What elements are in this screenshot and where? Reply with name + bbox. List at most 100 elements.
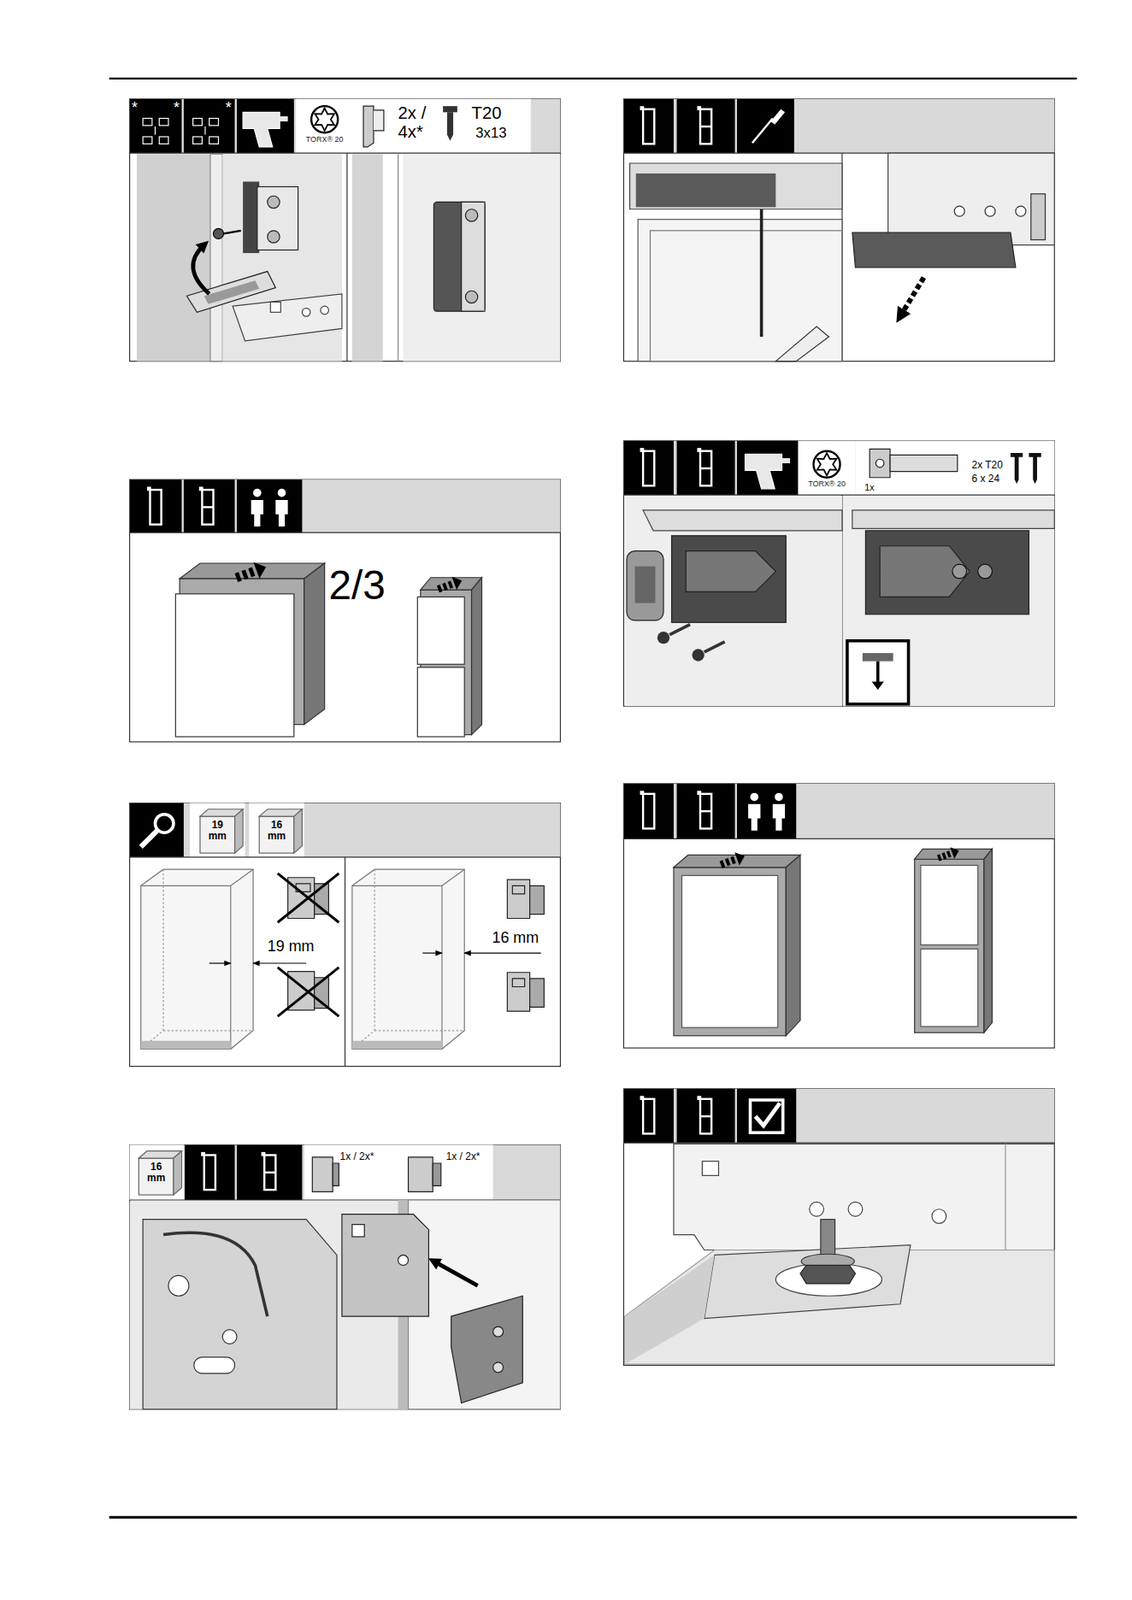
hinge-spacer-step-part: [408, 1200, 561, 1410]
remove-cover-step-part: [775, 326, 829, 362]
panel-thickness-check-part: [530, 978, 545, 1008]
check-foot-step-part: [775, 1263, 882, 1297]
panel-thickness-check-part: [129, 803, 184, 858]
hinge-cover-step-part: [222, 153, 342, 361]
lift-appliance-step-part: [129, 479, 183, 533]
hinge-spacer-step-part: [236, 1145, 302, 1201]
hinge-cover-step-part: [320, 306, 330, 315]
check-foot-step-part: [1004, 1143, 1006, 1250]
fit-bracket-step-part: [677, 441, 736, 496]
lift-appliance-step-part: [129, 532, 561, 534]
check-foot-step: [623, 1089, 1055, 1367]
fit-bracket-step-part: [623, 441, 673, 496]
asterisk-note: *: [225, 100, 232, 118]
fit-bracket-step-part: [869, 448, 891, 478]
hinge-spacer-step-part: [129, 1145, 561, 1201]
remove-cover-step-part: [752, 117, 773, 143]
remove-cover-step-part: [696, 106, 712, 144]
remove-cover-step-part: [1015, 206, 1026, 217]
fit-bracket-step-part: [736, 441, 799, 496]
hinge-cover-step-part: [447, 112, 454, 141]
lift-appliance-step-part: [436, 574, 465, 596]
fit-bracket-step-part: [685, 551, 776, 593]
hinge-cover-step-part: [232, 294, 342, 342]
quantity-label: 4x*: [398, 122, 424, 142]
panel-thickness-check-part: [189, 803, 245, 858]
quantity-label: 1x: [864, 483, 874, 494]
page-rules-part: [109, 77, 1078, 80]
remove-cover-step-part: [900, 277, 924, 317]
remove-cover-step-part: [770, 109, 785, 125]
push-in-step-part: [623, 784, 1055, 839]
panel-thickness-check-part: [209, 962, 231, 964]
push-in-step-part: [984, 849, 993, 1033]
thickness-icon-label: 16 mm: [264, 819, 289, 843]
fit-bracket-step-part: [872, 682, 885, 691]
hinge-cover-step-part: [210, 153, 223, 361]
push-in-step-part: [718, 849, 747, 872]
remove-cover-step-part: [984, 206, 996, 217]
panel-thickness-check-part: [352, 1041, 443, 1050]
asterisk-note: *: [131, 100, 138, 118]
panel-thickness-check-part: [129, 803, 561, 858]
panel-thickness-check-part: [200, 809, 243, 854]
panel-thickness-check: [129, 803, 561, 1068]
hinge-spacer-step-part: [222, 1330, 237, 1345]
hinge-cover-step-part: [142, 136, 153, 144]
hinge-cover-step-part: [213, 228, 225, 239]
hinge-cover-step-part: [465, 290, 478, 303]
panel-thickness-check-part: [162, 869, 164, 1032]
lift-appliance-step-part: [417, 596, 465, 665]
hinge-spacer-step-part: [304, 1145, 494, 1201]
check-foot-step-part: [623, 1089, 1055, 1144]
remove-cover-step: [623, 99, 1055, 362]
hinge-cover-step-part: [209, 136, 219, 144]
lift-appliance-step-part: [129, 479, 561, 743]
remove-cover-step-part: [623, 99, 1055, 154]
hinge-cover-step-part: [433, 201, 485, 312]
hinge-cover-step-part: [397, 153, 399, 361]
remove-cover-step-part: [760, 209, 764, 337]
push-in-step-part: [696, 790, 712, 829]
panel-thickness-check-part: [141, 831, 158, 848]
fit-bracket-step-part: [1028, 453, 1041, 484]
check-foot-step-part: [704, 1245, 911, 1320]
check-foot-step-part: [931, 1209, 947, 1225]
hinge-cover-step-part: [267, 195, 280, 208]
panel-thickness-check-part: [141, 869, 254, 1050]
remove-cover-step-part: [623, 99, 673, 154]
check-foot-step-part: [677, 1089, 736, 1144]
hinge-spacer-step-part: [184, 1145, 235, 1201]
hinge-spacer-step-part: [129, 1145, 561, 1410]
quantity-label: 1x / 2x*: [340, 1151, 375, 1163]
hinge-cover-step-part: [267, 230, 280, 243]
fit-bracket-step-part: [696, 448, 712, 486]
hinge-cover-step-part: [204, 280, 260, 304]
push-in-step-part: [920, 865, 979, 945]
dimension-label: 16 mm: [491, 930, 539, 948]
push-in-step-part: [623, 784, 1055, 1049]
hinge-spacer-step-part: [408, 1157, 434, 1193]
fit-bracket-step-part: [879, 546, 970, 598]
check-foot-step-part: [623, 1143, 1055, 1144]
panel-thickness-check-part: [154, 814, 173, 833]
fit-bracket-step: [623, 441, 1055, 707]
quantity-label: 1x / 2x*: [446, 1151, 481, 1163]
check-foot-step-part: [749, 1100, 783, 1133]
fit-bracket-step-part: [624, 495, 843, 707]
hinge-cover-step-part: [129, 152, 561, 154]
hinge-cover-step-part: [242, 112, 289, 148]
push-in-step-part: [920, 949, 979, 1027]
check-foot-step-part: [800, 1265, 855, 1284]
hinge-cover-step-part: [186, 271, 276, 313]
lift-appliance-step-part: [129, 479, 561, 533]
fit-bracket-step-part: [865, 530, 1029, 615]
fit-bracket-step-part: [626, 551, 664, 621]
hinge-spacer-step-part: [352, 1225, 365, 1238]
tool-label: TORX® 20: [807, 480, 846, 490]
hinge-spacer-step: [129, 1145, 561, 1410]
hinge-spacer-step-part: [341, 1214, 429, 1317]
panel-thickness-check-part: [141, 885, 231, 887]
hinge-spacer-step-part: [168, 1275, 189, 1297]
push-in-step-part: [682, 875, 779, 1028]
